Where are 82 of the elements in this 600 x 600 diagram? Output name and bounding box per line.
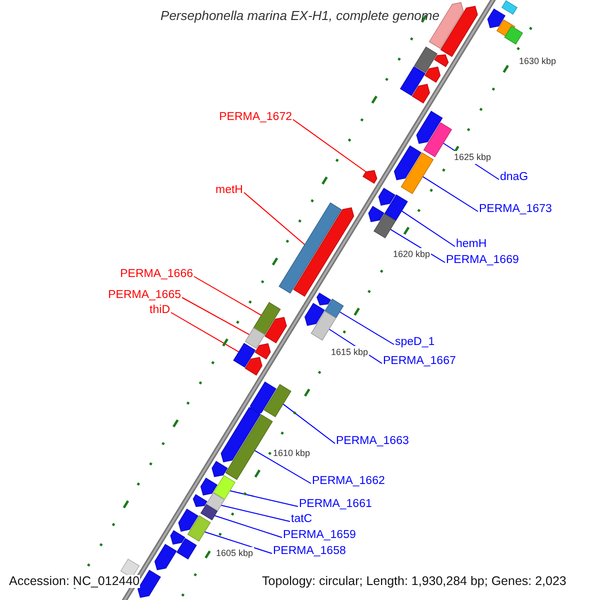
leader-line: [244, 192, 306, 246]
scale-label: 1630 kbp: [518, 55, 558, 68]
gene-label: PERMA_1659: [283, 529, 356, 542]
gene-feature: [501, 0, 518, 15]
gene-feature: [253, 302, 281, 336]
gene-feature: [200, 478, 218, 496]
gene-feature: [187, 515, 211, 542]
gene-label: thiD: [150, 304, 170, 317]
gene-feature: [250, 382, 276, 415]
leader-line: [204, 531, 272, 554]
leader-line: [229, 490, 298, 507]
gene-label: PERMA_1663: [336, 435, 409, 448]
gene-label: speD_1: [395, 336, 435, 349]
gene-feature: [304, 302, 325, 326]
gene-label: PERMA_1658: [273, 545, 346, 558]
gene-label: tatC: [291, 513, 312, 526]
gene-feature: [434, 54, 449, 68]
accession-text: Accession: NC_012440: [9, 575, 140, 588]
gene-feature: [192, 494, 208, 507]
gene-feature: [293, 207, 354, 297]
gene-feature: [206, 492, 225, 512]
gene-feature: [412, 84, 430, 104]
gene-feature: [225, 414, 273, 480]
gene-feature: [233, 342, 256, 368]
gene-label: PERMA_1665: [108, 289, 181, 302]
genome-stats-text: Topology: circular; Length: 1,930,284 bp; Genes: 2,023: [262, 575, 566, 588]
scale-label: 1625 kbp: [453, 151, 492, 164]
leader-line: [182, 297, 250, 336]
gene-feature: [178, 508, 198, 532]
gene-feature: [200, 504, 218, 520]
gene-feature: [440, 6, 478, 57]
gene-feature: [213, 475, 236, 500]
gene-feature: [264, 384, 292, 418]
gene-feature: [264, 317, 287, 344]
gene-feature: [424, 66, 441, 83]
gene-label: PERMA_1662: [312, 475, 385, 488]
gene-label: metH: [216, 184, 243, 197]
leader-line: [339, 311, 394, 345]
leader-line: [214, 515, 282, 538]
gene-feature: [504, 26, 524, 45]
gene-feature: [244, 356, 262, 376]
gene-feature: [254, 343, 271, 360]
gene-feature: [220, 406, 261, 462]
gene-feature: [362, 170, 378, 184]
leader-line: [422, 176, 478, 212]
gene-label: PERMA_1666: [120, 268, 193, 281]
scale-label: 1605 kbp: [215, 547, 254, 560]
gene-feature: [170, 530, 186, 545]
leader-line: [292, 119, 366, 172]
gene-feature: [414, 46, 438, 73]
gene-label: PERMA_1673: [479, 203, 552, 216]
gene-label: hemH: [456, 238, 487, 251]
gene-feature: [138, 570, 161, 598]
leader-line: [170, 312, 240, 352]
gene-feature: [400, 152, 434, 194]
gene-feature: [378, 188, 396, 206]
leader-line: [220, 504, 290, 522]
gene-label: PERMA_1661: [299, 498, 372, 511]
gene-label: PERMA_1667: [383, 355, 456, 368]
gene-label: PERMA_1672: [219, 111, 292, 124]
gene-label: PERMA_1669: [446, 254, 519, 267]
gene-feature: [310, 310, 336, 341]
gene-feature: [400, 66, 426, 96]
scale-label: 1610 kbp: [272, 447, 312, 460]
gene-feature: [176, 538, 197, 560]
leader-line: [254, 450, 312, 484]
gene-feature: [154, 544, 177, 570]
map-title: Persephonella marina EX-H1, complete genome: [160, 9, 440, 22]
leader-line: [401, 210, 456, 247]
gene-feature: [394, 145, 422, 180]
gene-feature: [416, 110, 443, 144]
gene-feature: [374, 214, 396, 238]
scale-label: 1615 kbp: [330, 346, 370, 359]
gene-feature: [212, 460, 228, 478]
gene-feature: [423, 122, 452, 158]
leader-line: [282, 404, 336, 444]
leader-line: [194, 276, 262, 316]
scale-label: 1620 kbp: [392, 248, 432, 261]
gene-feature: [278, 202, 342, 294]
gene-feature: [244, 327, 266, 349]
gene-feature: [487, 8, 506, 28]
gene-label: dnaG: [500, 171, 528, 184]
